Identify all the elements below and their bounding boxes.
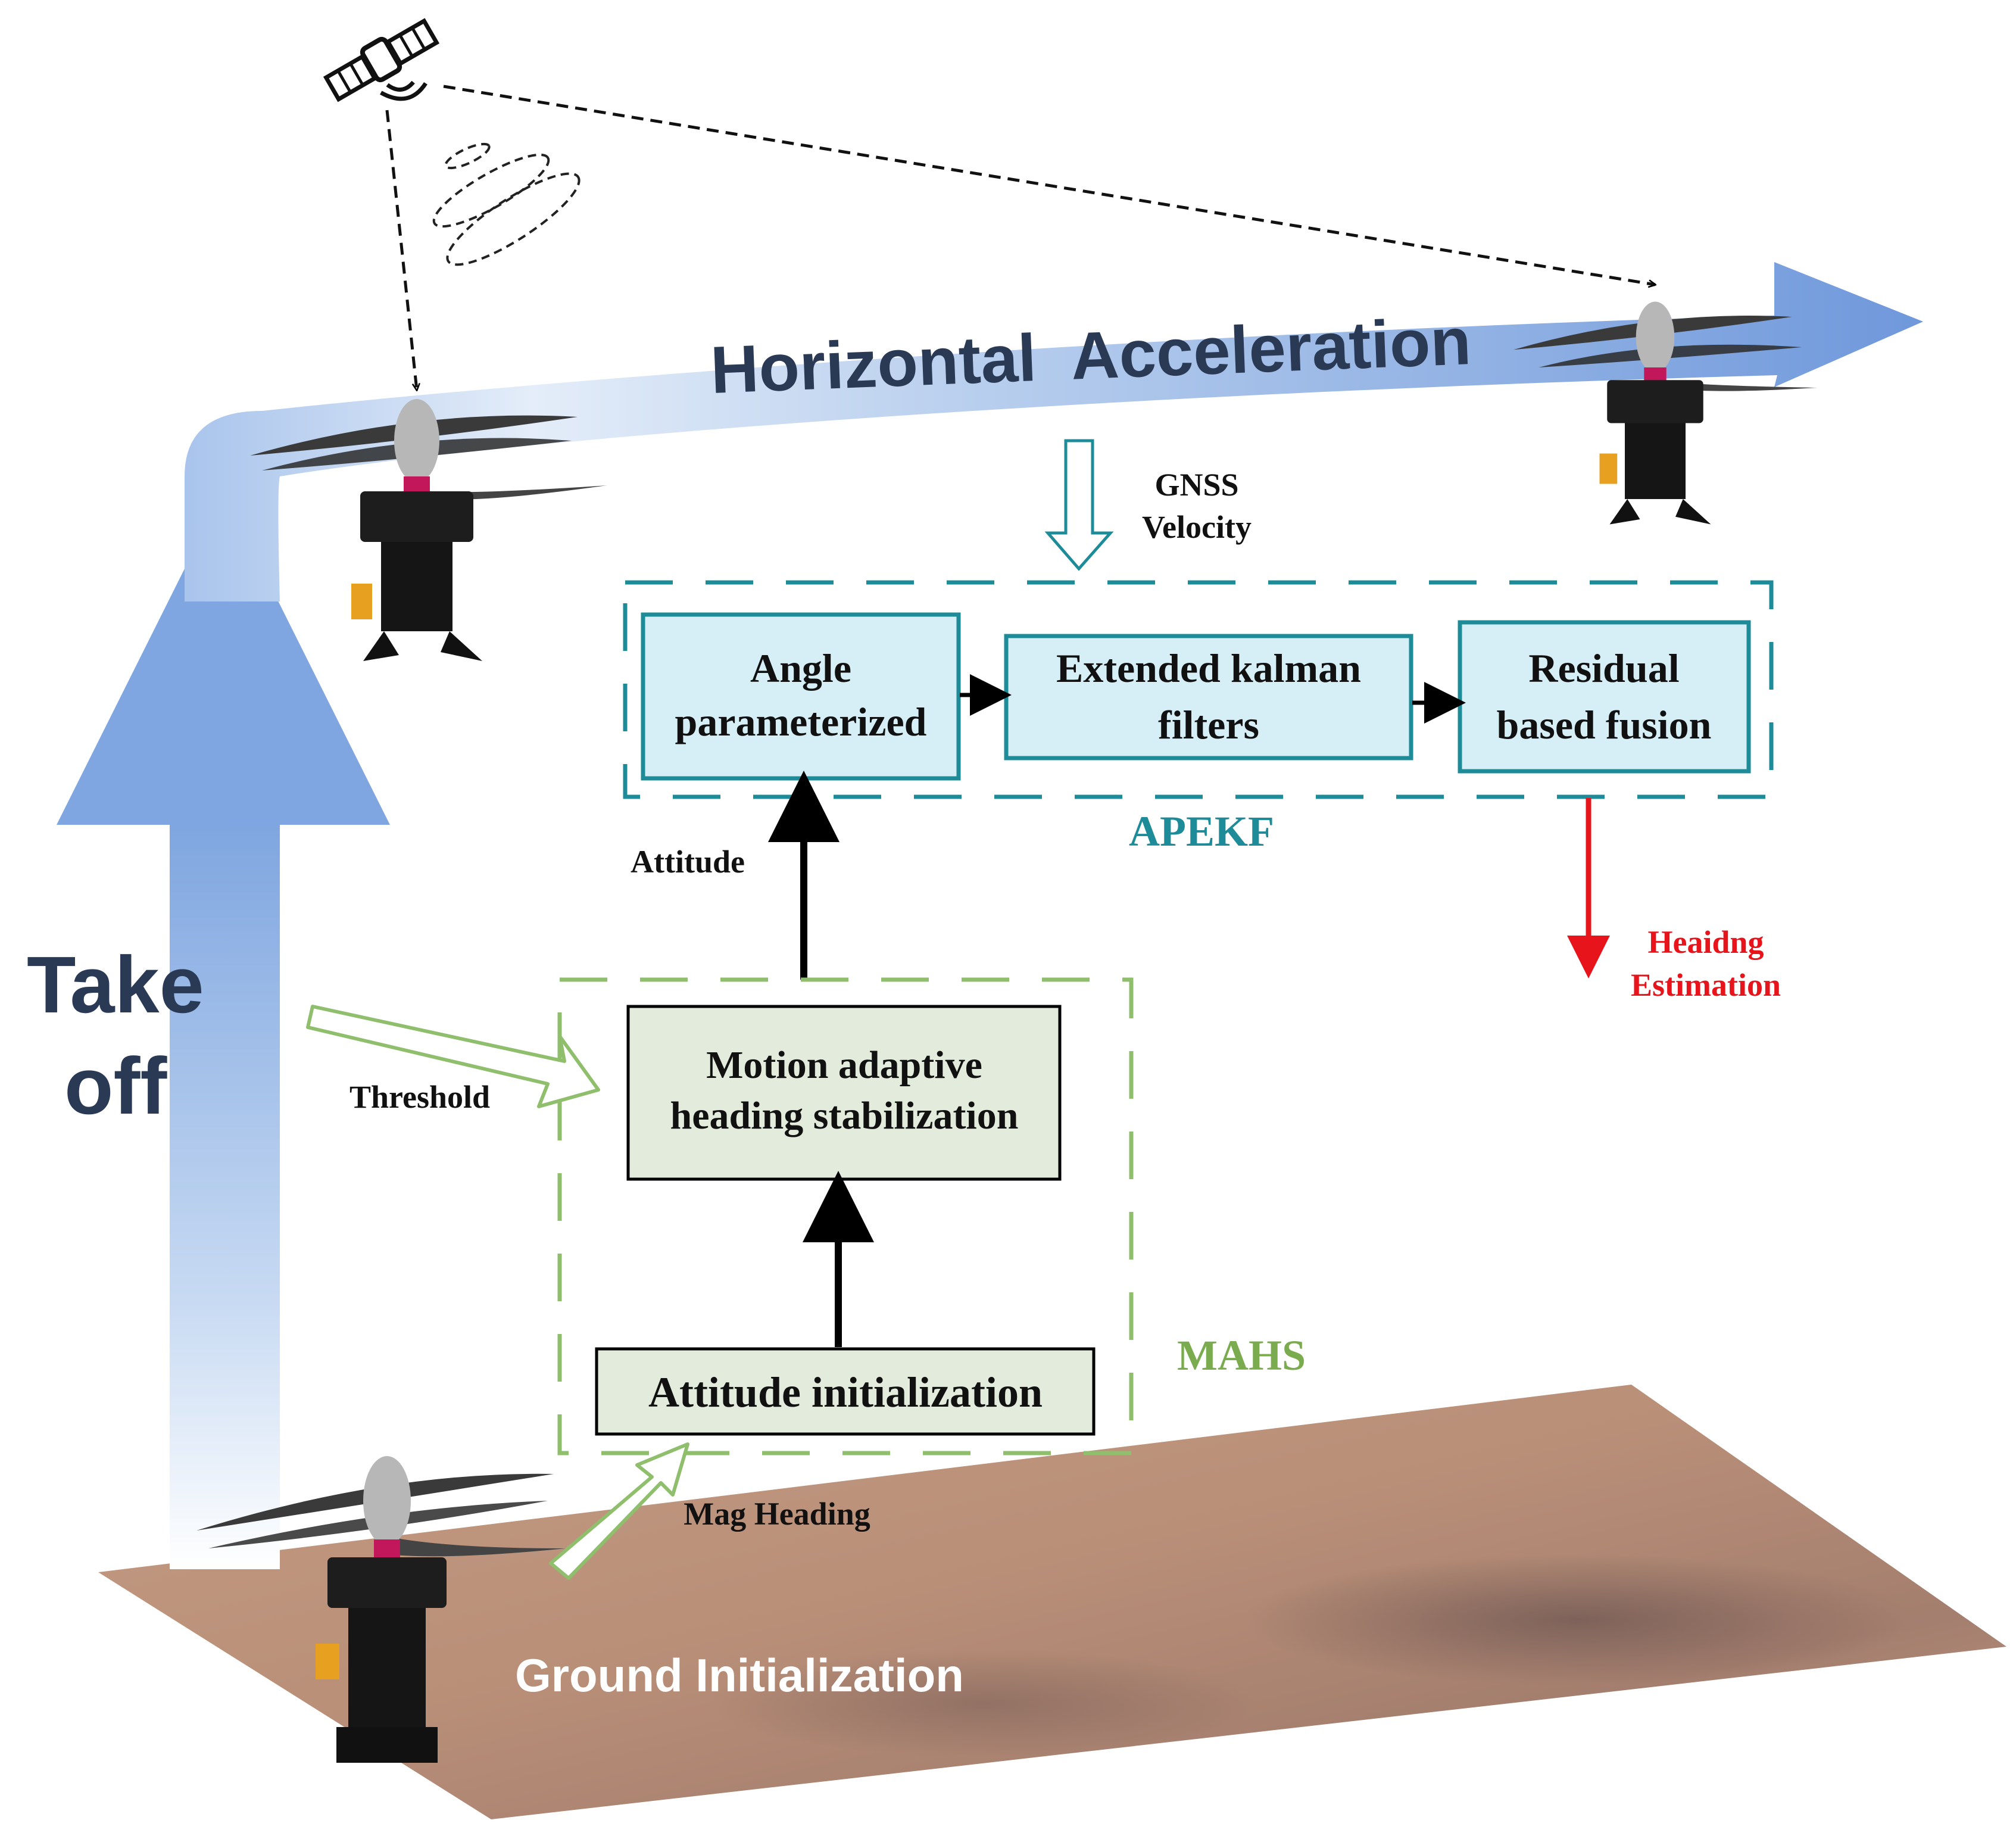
ekf-line2: filters <box>1158 702 1259 747</box>
heading-label-line1: Heaidng <box>1647 924 1764 960</box>
residual-line2: based fusion <box>1497 702 1712 747</box>
heading-label-line2: Estimation <box>1631 967 1781 1003</box>
apekf-ekf-box: Extended kalman filters <box>1004 634 1413 760</box>
drone-ground-icon <box>196 1456 566 1763</box>
ground-initialization-label: Ground Initialization <box>515 1649 964 1701</box>
residual-line1: Residual <box>1528 646 1679 691</box>
attitude-label: Attitude <box>631 844 745 880</box>
satellite-icon <box>323 18 440 102</box>
ground-plane <box>98 1385 2006 1819</box>
apekf-group <box>623 580 1774 799</box>
mag-heading-label: Mag Heading <box>684 1496 870 1532</box>
mag-heading-input-arrow <box>549 1442 689 1580</box>
take-off-label-line1: Take <box>27 940 204 1030</box>
take-off-label-line2: off <box>64 1041 167 1131</box>
gnss-label-line1: GNSS <box>1154 467 1238 503</box>
take-off-arrow <box>57 491 390 1569</box>
motion-adaptive-line2: heading stabilization <box>670 1094 1019 1137</box>
motion-adaptive-line1: Motion adaptive <box>706 1043 982 1087</box>
mahs-motion-adaptive-box: Motion adaptive heading stabilization <box>626 1005 1062 1181</box>
horizontal-acceleration-label: Horizontal Acceleration <box>709 304 1472 407</box>
horizontal-acceleration-arrow <box>185 262 1923 601</box>
attitude-init-text: Attitude initialization <box>648 1369 1043 1416</box>
threshold-input-arrow <box>306 1005 600 1108</box>
signal-waves-icon <box>432 142 581 266</box>
angle-parameterized-line1: Angle <box>750 646 851 691</box>
apekf-residual-fusion-box: Residual based fusion <box>1458 620 1751 774</box>
threshold-label: Threshold <box>349 1079 490 1115</box>
angle-parameterized-line2: parameterized <box>675 699 927 744</box>
ekf-line1: Extended kalman <box>1056 646 1361 691</box>
apekf-title: APEKF <box>1129 808 1274 855</box>
drone-flight-icon <box>1513 301 1817 525</box>
mahs-title: MAHS <box>1177 1332 1306 1379</box>
mahs-attitude-init-box: Attitude initialization <box>595 1347 1096 1436</box>
gnss-label-line2: Velocity <box>1142 509 1252 545</box>
satellite-signal-lines <box>385 85 1655 390</box>
apekf-angle-parameterized-box: Angle parameterized <box>641 612 961 781</box>
gnss-input-arrow <box>1044 439 1114 571</box>
drone-takeoff-icon <box>250 399 607 661</box>
mahs-group <box>557 977 1134 1455</box>
